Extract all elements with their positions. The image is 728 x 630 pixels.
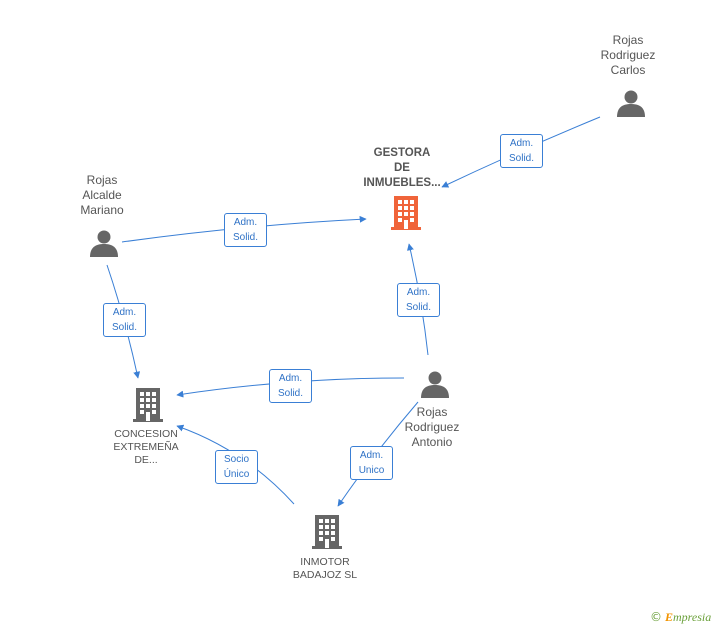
- building-icon[interactable]: [390, 195, 422, 231]
- edge-badge-carlos-gestora: Adm. Solid.: [500, 134, 543, 168]
- node-label-antonio[interactable]: Rojas Rodriguez Antonio: [404, 405, 460, 449]
- edge-badge-mariano-concesion: Adm. Solid.: [103, 303, 146, 337]
- empresia-logo: © Empresia: [650, 610, 711, 625]
- copyright-symbol: ©: [650, 610, 662, 624]
- person-icon[interactable]: [89, 228, 119, 258]
- person-icon[interactable]: [616, 88, 646, 118]
- node-label-carlos[interactable]: Rojas Rodriguez Carlos: [600, 33, 656, 77]
- building-icon[interactable]: [132, 387, 164, 423]
- node-label-concesion[interactable]: CONCESION EXTREMEÑA DE...: [113, 428, 179, 466]
- edge-badge-antonio-gestora: Adm. Solid.: [397, 283, 440, 317]
- node-label-inmotor[interactable]: INMOTOR BADAJOZ SL: [292, 556, 358, 581]
- edge-badge-antonio-concesion: Adm. Solid.: [269, 369, 312, 403]
- edge-badge-antonio-inmotor: Adm. Unico: [350, 446, 393, 480]
- edge-badge-mariano-gestora: Adm. Solid.: [224, 213, 267, 247]
- brand-name: mpresia: [673, 610, 712, 624]
- person-icon[interactable]: [420, 369, 450, 399]
- node-label-gestora[interactable]: GESTORA DE INMUEBLES...: [363, 147, 441, 189]
- edge-badge-inmotor-concesion: Socio Único: [215, 450, 258, 484]
- brand-initial: E: [665, 610, 674, 624]
- node-label-mariano[interactable]: Rojas Alcalde Mariano: [80, 173, 124, 217]
- building-icon[interactable]: [311, 514, 343, 550]
